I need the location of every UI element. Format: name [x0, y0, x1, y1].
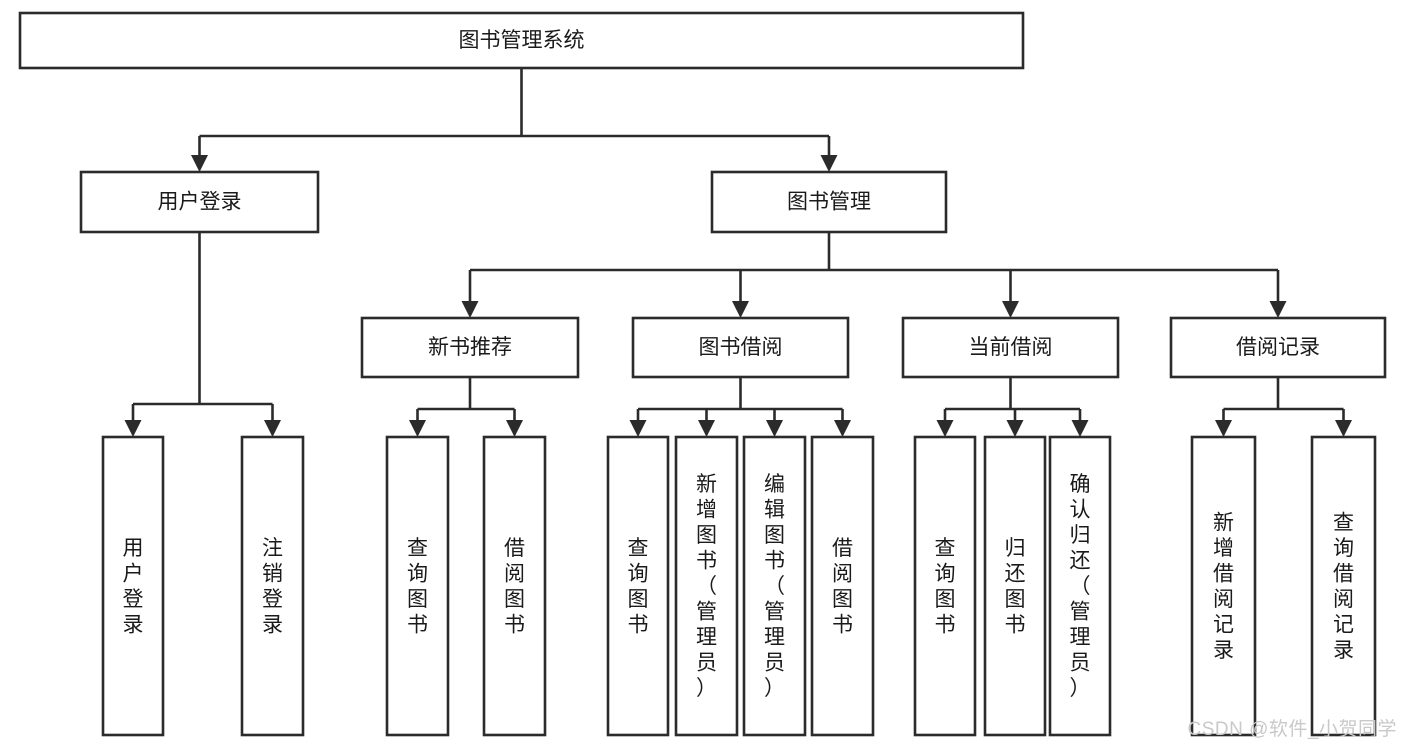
- arrow-head-borrow-record: [1269, 301, 1287, 318]
- arrow-head-current-borrow: [1002, 301, 1019, 318]
- node-box-leaf-query-book-1: [385, 435, 450, 737]
- arrow-head-leaf-query-record: [1335, 420, 1352, 437]
- node-label-user-login: 用户登录: [158, 191, 242, 214]
- node-box-user-login: [79, 170, 320, 234]
- arrow-head-leaf-edit-book: [766, 420, 783, 437]
- connector-group-book-manage: [461, 232, 1287, 318]
- node-box-current-borrow: [901, 316, 1120, 379]
- node-leaf-query-record[interactable]: 查询借阅记录: [1310, 435, 1377, 737]
- node-label-leaf-user-login: 用户登录: [123, 537, 144, 637]
- node-book-manage[interactable]: 图书管理: [710, 170, 948, 234]
- node-box-leaf-query-record: [1310, 435, 1377, 737]
- node-box-leaf-query-book-2: [606, 435, 670, 737]
- node-label-current-borrow: 当前借阅: [969, 336, 1053, 359]
- node-leaf-logout[interactable]: 注销登录: [240, 435, 305, 737]
- arrow-head-leaf-confirm-return: [1071, 420, 1089, 437]
- node-label-leaf-query-book-2: 查询图书: [628, 537, 649, 637]
- node-label-root: 图书管理系统: [459, 29, 585, 52]
- node-box-leaf-borrow-book-2: [810, 435, 875, 737]
- node-label-leaf-logout: 注销登录: [262, 537, 283, 637]
- node-label-leaf-query-book-3: 查询图书: [935, 537, 956, 637]
- node-current-borrow[interactable]: 当前借阅: [901, 316, 1120, 379]
- node-box-leaf-borrow-book-1: [482, 435, 547, 737]
- node-leaf-borrow-book-2[interactable]: 借阅图书: [810, 435, 875, 737]
- node-box-root: [18, 11, 1025, 70]
- arrow-head-user-login: [191, 155, 208, 172]
- node-box-new-book-rec: [360, 316, 580, 379]
- connector-group-borrow-record: [1215, 377, 1352, 437]
- node-leaf-add-record[interactable]: 新增借阅记录: [1190, 435, 1257, 737]
- arrow-head-leaf-logout: [264, 420, 281, 437]
- node-leaf-query-book-3[interactable]: 查询图书: [913, 435, 977, 737]
- arrow-head-leaf-borrow-book-2: [834, 420, 851, 437]
- connector-group-new-book-rec: [409, 377, 523, 437]
- node-box-leaf-edit-book: [742, 435, 807, 737]
- node-label-leaf-query-book-1: 查询图书: [407, 537, 428, 637]
- arrow-head-leaf-query-book-1: [409, 420, 426, 437]
- node-leaf-borrow-book-1[interactable]: 借阅图书: [482, 435, 547, 737]
- node-box-leaf-query-book-3: [913, 435, 977, 737]
- node-label-book-borrow: 图书借阅: [699, 336, 783, 359]
- node-box-leaf-confirm-return: [1048, 435, 1112, 737]
- node-box-book-manage: [710, 170, 948, 234]
- node-box-leaf-add-record: [1190, 435, 1257, 737]
- arrow-head-new-book-rec: [461, 301, 479, 318]
- node-label-leaf-add-record: 新增借阅记录: [1213, 511, 1234, 662]
- arrow-head-leaf-add-book: [698, 420, 715, 437]
- node-layer: 图书管理系统用户登录图书管理新书推荐图书借阅当前借阅借阅记录用户登录注销登录查询…: [18, 11, 1387, 737]
- node-leaf-user-login[interactable]: 用户登录: [101, 435, 165, 737]
- arrow-head-leaf-query-book-3: [936, 420, 954, 437]
- node-box-borrow-record: [1169, 316, 1387, 379]
- connector-group-root: [191, 68, 838, 172]
- connector-group-book-borrow: [629, 377, 851, 437]
- arrow-head-leaf-add-record: [1215, 420, 1232, 437]
- node-label-borrow-record: 借阅记录: [1236, 336, 1320, 359]
- arrow-head-leaf-query-book-2: [629, 420, 647, 437]
- node-box-leaf-logout: [240, 435, 305, 737]
- node-leaf-confirm-return[interactable]: 确认归还（管理员）: [1048, 435, 1112, 737]
- node-leaf-query-book-2[interactable]: 查询图书: [606, 435, 670, 737]
- node-label-leaf-edit-book: 编辑图书（管理员）: [764, 473, 785, 700]
- connector-layer: [124, 68, 1352, 437]
- node-box-leaf-user-login: [101, 435, 165, 737]
- node-leaf-query-book-1[interactable]: 查询图书: [385, 435, 450, 737]
- node-label-leaf-query-record: 查询借阅记录: [1333, 511, 1354, 662]
- node-new-book-rec[interactable]: 新书推荐: [360, 316, 580, 379]
- node-label-new-book-rec: 新书推荐: [428, 336, 512, 359]
- connector-group-user-login: [124, 232, 281, 437]
- node-leaf-return-book[interactable]: 归还图书: [983, 435, 1047, 737]
- node-box-book-borrow: [631, 316, 850, 379]
- node-leaf-edit-book[interactable]: 编辑图书（管理员）: [742, 435, 807, 737]
- arrow-head-leaf-return-book: [1006, 420, 1024, 437]
- arrow-head-leaf-user-login: [124, 420, 142, 437]
- node-label-leaf-return-book: 归还图书: [1005, 537, 1026, 637]
- arrow-head-leaf-borrow-book-1: [506, 420, 523, 437]
- arrow-head-book-borrow: [732, 301, 749, 318]
- arrow-head-book-manage: [820, 155, 838, 172]
- node-label-leaf-borrow-book-1: 借阅图书: [504, 537, 525, 637]
- node-label-leaf-borrow-book-2: 借阅图书: [832, 537, 853, 637]
- node-label-book-manage: 图书管理: [787, 191, 871, 214]
- node-leaf-add-book[interactable]: 新增图书（管理员）: [674, 435, 739, 737]
- node-label-leaf-confirm-return: 确认归还（管理员）: [1070, 473, 1091, 700]
- node-borrow-record[interactable]: 借阅记录: [1169, 316, 1387, 379]
- node-book-borrow[interactable]: 图书借阅: [631, 316, 850, 379]
- connector-group-current-borrow: [936, 377, 1089, 437]
- node-user-login[interactable]: 用户登录: [79, 170, 320, 234]
- node-box-leaf-add-book: [674, 435, 739, 737]
- node-box-leaf-return-book: [983, 435, 1047, 737]
- node-root[interactable]: 图书管理系统: [18, 11, 1025, 70]
- node-label-leaf-add-book: 新增图书（管理员）: [696, 473, 717, 700]
